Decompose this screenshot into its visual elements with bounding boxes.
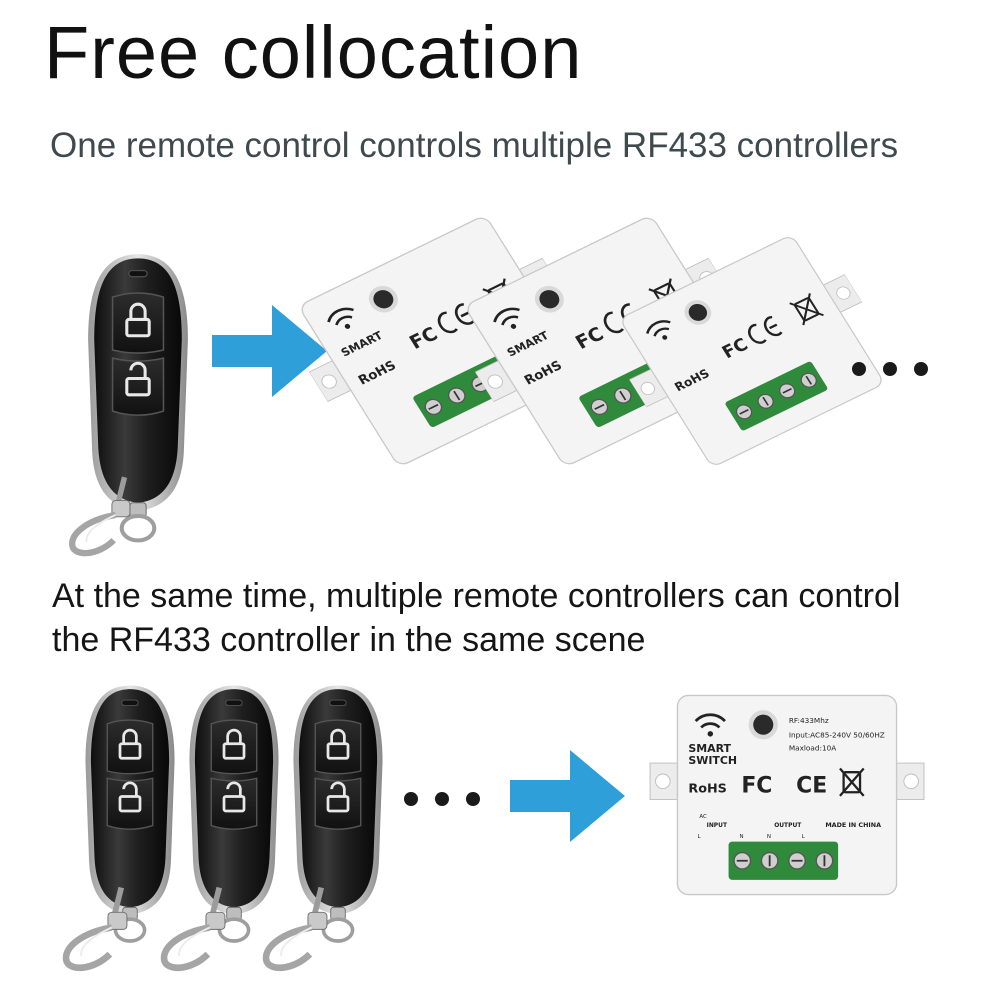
module-input-spec: Input:AC85-240V 50/60HZ	[789, 730, 885, 739]
module-maxload: Maxload:10A	[789, 743, 836, 752]
svg-text:N: N	[767, 834, 771, 840]
controller-module-3: RoHS FC	[632, 236, 872, 466]
module-output-label: OUTPUT	[774, 822, 801, 829]
wireless-signal-icon	[694, 713, 726, 729]
page-subtitle: One remote control controls multiple RF4…	[50, 126, 899, 165]
module-ac-label: AC	[699, 814, 707, 820]
clasp-hook-single	[56, 470, 166, 560]
module-input-label: INPUT	[707, 822, 727, 829]
section-caption: At the same time, multiple remote contro…	[52, 574, 992, 662]
controller-module-main: SMART SWITCH RF:433Mhz Input:AC85-240V 5…	[622, 690, 952, 900]
module-origin: MADE IN CHINA	[825, 821, 881, 829]
svg-text:N: N	[740, 834, 744, 840]
module-fc: FC	[741, 773, 772, 798]
ellipsis-more-controllers	[852, 362, 928, 376]
svg-text:L: L	[698, 834, 702, 840]
ellipsis-more-remotes	[404, 792, 480, 806]
module-rohs: RoHS	[688, 781, 726, 796]
module-brand-line-2: SWITCH	[688, 754, 737, 767]
clasp-hook-2	[150, 880, 260, 975]
right-arrow-icon	[510, 750, 625, 842]
crossed-bin-icon	[839, 767, 865, 797]
right-arrow-icon	[212, 305, 327, 397]
controller-module-2: SMART RoHS FC	[478, 226, 738, 456]
module-ce: CE	[796, 773, 827, 798]
clasp-hook-1	[52, 880, 162, 975]
module-brand-line-1: SMART	[688, 742, 731, 755]
page-title: Free collocation	[44, 11, 583, 94]
svg-text:L: L	[802, 834, 806, 840]
module-frequency: RF:433Mhz	[789, 716, 829, 725]
caption-line-1: At the same time, multiple remote contro…	[52, 577, 901, 615]
controller-module-1: SMART RoHS FC	[312, 226, 572, 456]
caption-line-2: the RF433 controller in the same scene	[52, 621, 646, 659]
clasp-hook-3	[252, 880, 362, 975]
